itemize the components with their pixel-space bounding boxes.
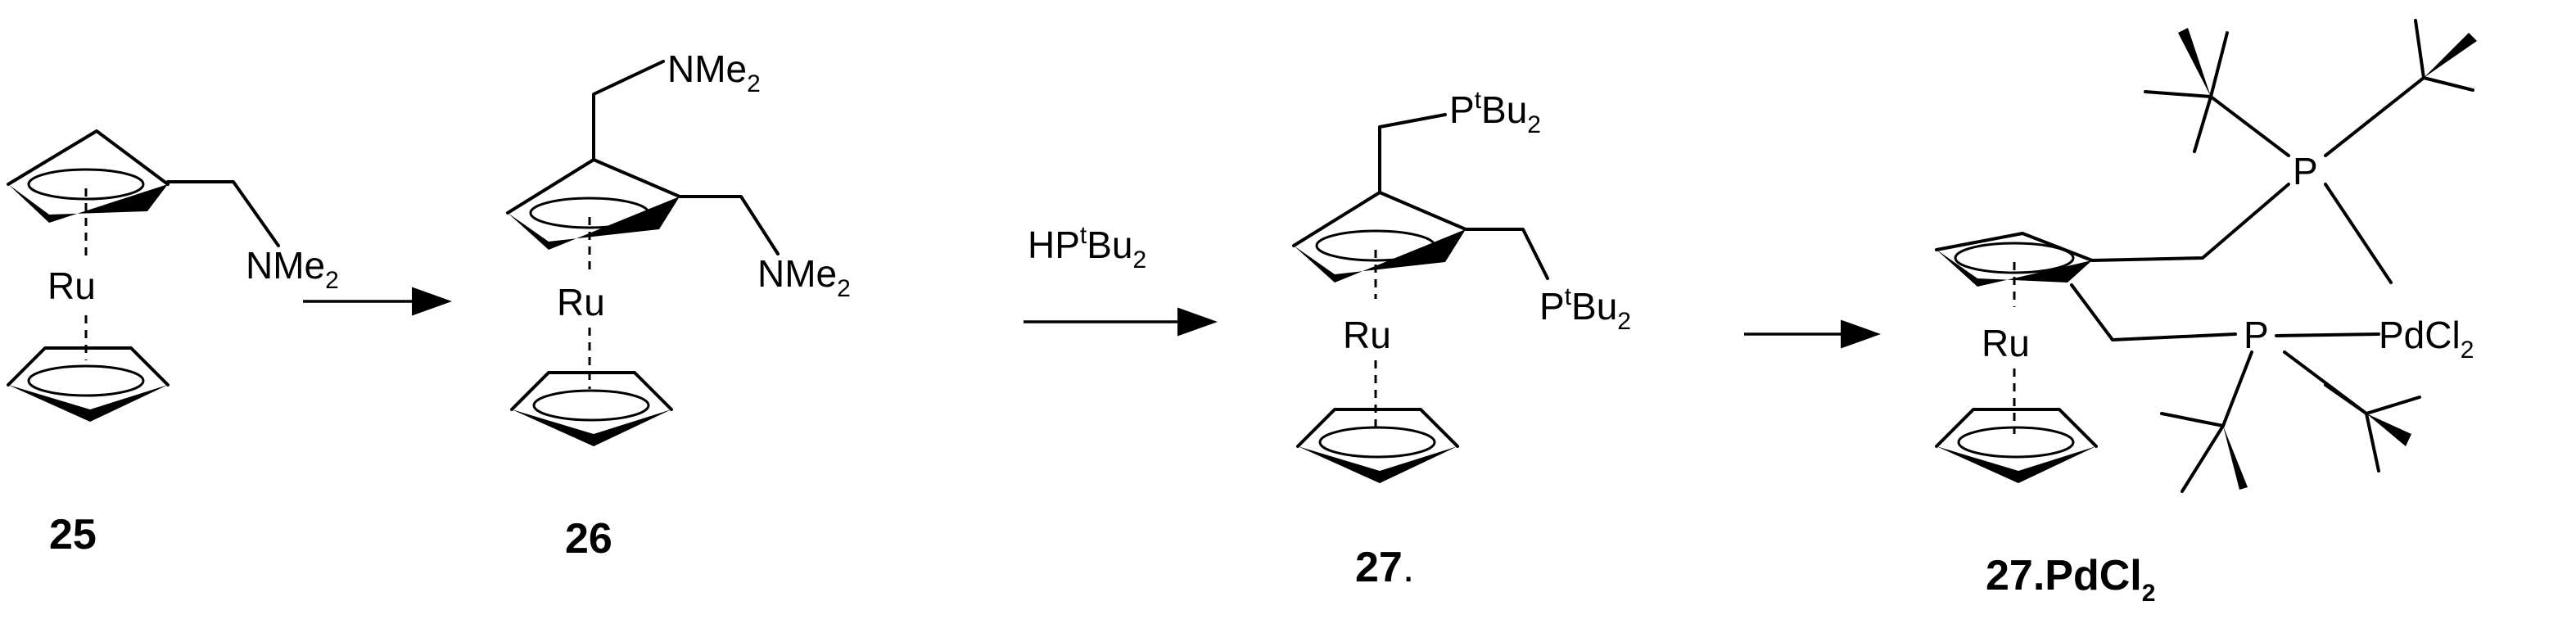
- cp-ring-top: [1935, 232, 2094, 287]
- ruthenium-atom: Ru: [1982, 322, 2030, 364]
- dimethylamino-group: NMe2: [246, 244, 339, 294]
- compound-label-27-pdcl2: 27.PdCl2: [1986, 552, 2155, 607]
- phosphorus-atom-lower: P: [2244, 314, 2269, 356]
- compound-27: Ru PtBu2 PtBu2 27.: [1292, 87, 1631, 591]
- palladium-dichloride: PdCl2: [2379, 314, 2474, 364]
- cp-ring-bottom: [1935, 408, 2098, 483]
- dimethylamino-group-side: NMe2: [757, 252, 851, 302]
- compound-label-27: 27.: [1355, 544, 1414, 591]
- cp-front-wedge: [8, 184, 168, 223]
- phosphorus-atom-upper: P: [2293, 150, 2318, 192]
- ruthenium-atom: Ru: [47, 265, 96, 307]
- compound-label-26: 26: [565, 515, 612, 563]
- ruthenium-atom: Ru: [1343, 314, 1391, 356]
- compound-27-pdcl2: Ru P P PdCl2: [1935, 19, 2477, 607]
- cp-ring-bottom: [510, 371, 673, 446]
- cp-ring-bottom: [1296, 408, 1459, 483]
- reagent-label: HPtBu2: [1028, 222, 1146, 274]
- compound-26: Ru NMe2 NMe2 26: [506, 47, 851, 563]
- cp-ring-top: [1292, 191, 1467, 283]
- cp-ring-top: [7, 129, 169, 223]
- compound-25: Ru NMe2 25: [7, 129, 339, 558]
- di-tert-butylphosphino-side: PtBu2: [1539, 283, 1631, 335]
- tert-butyl-group-lower-left: [2160, 350, 2253, 493]
- cp-ring-bottom: [7, 346, 169, 422]
- tert-butyl-group-upper-right: [2324, 19, 2477, 157]
- ruthenium-atom: Ru: [557, 281, 605, 323]
- tert-butyl-group-lower-right: [2283, 350, 2421, 473]
- di-tert-butylphosphino-upper: PtBu2: [1449, 87, 1541, 138]
- dimethylamino-group-upper: NMe2: [667, 47, 761, 97]
- compound-label-25: 25: [49, 511, 97, 558]
- tert-butyl-group-upper-left: [2144, 28, 2290, 157]
- cp-ring-top: [506, 158, 681, 250]
